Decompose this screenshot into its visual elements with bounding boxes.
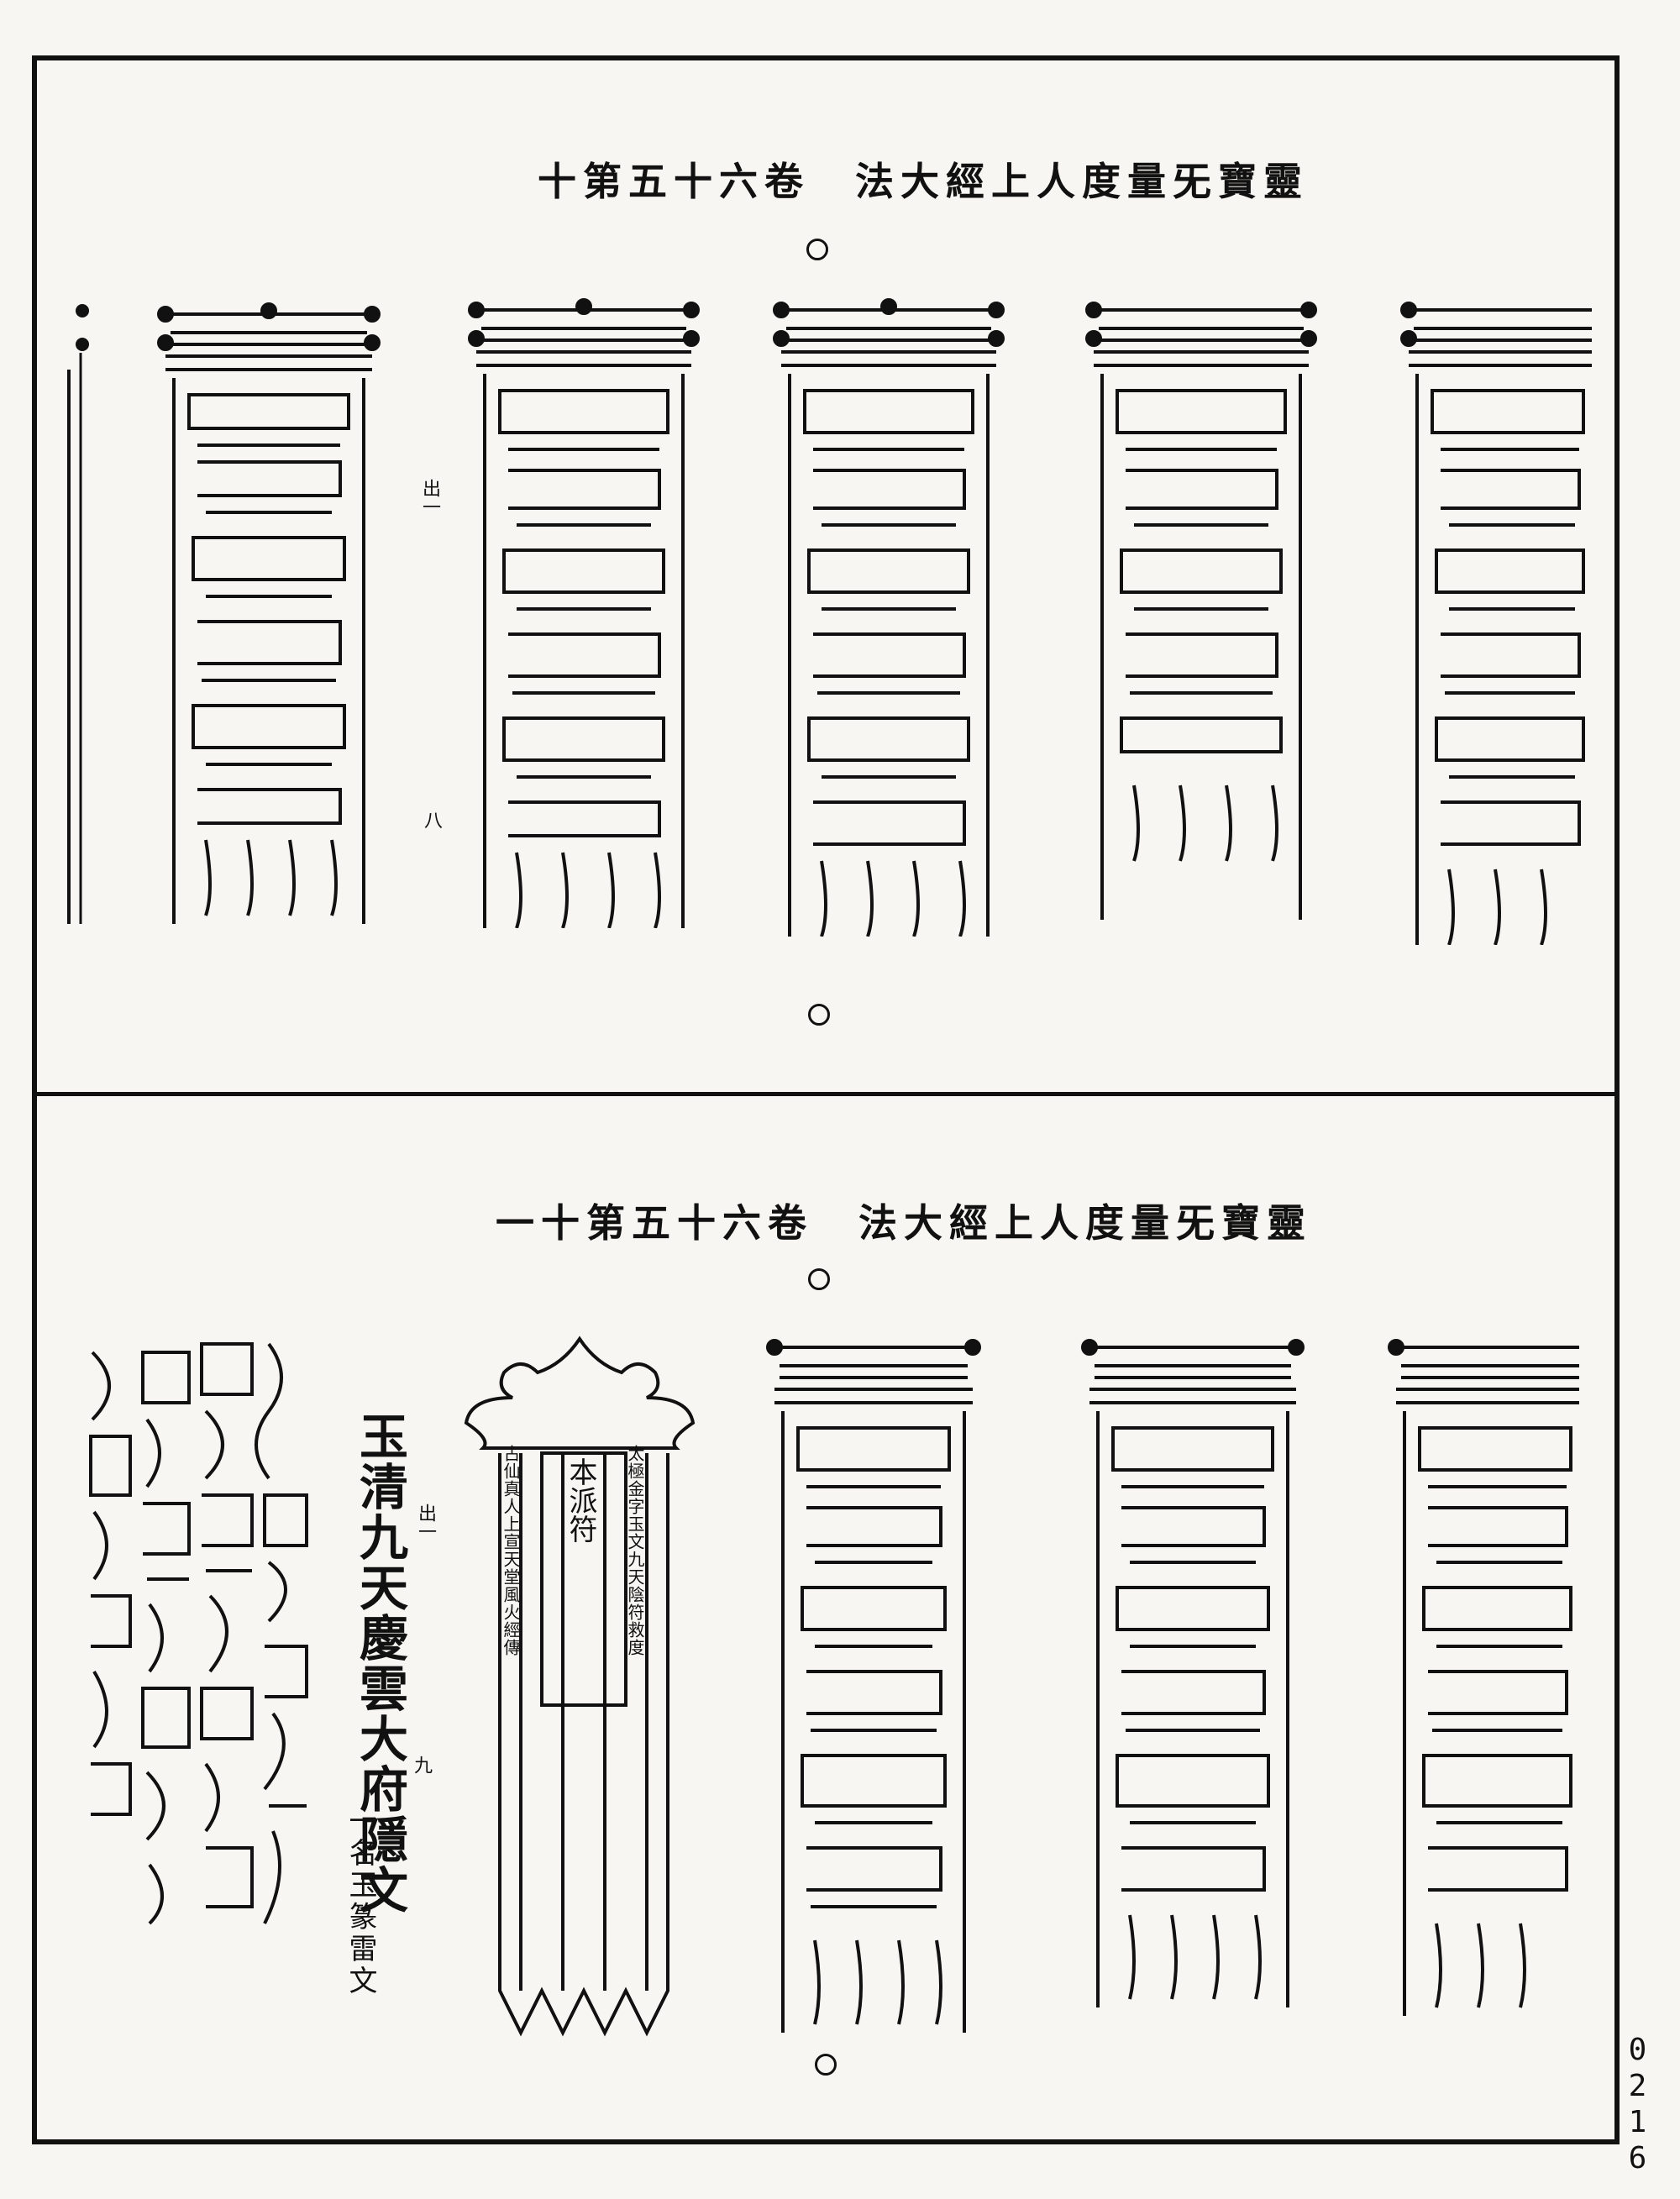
margin-note: 八	[421, 811, 442, 829]
margin-note: 九	[411, 1756, 432, 1774]
page-frame	[32, 55, 1620, 2144]
seal-script-block	[84, 1327, 319, 1932]
talisman-fragment	[59, 302, 92, 924]
banner-left-text: 古仙真人上宣天堂風火經傳	[501, 1445, 521, 1656]
banner-right-text: 太極金字玉文九天陰符救度	[625, 1445, 645, 1656]
talisman-column	[466, 298, 701, 928]
margin-note: 出一	[415, 1504, 436, 1540]
section-divider	[32, 1092, 1620, 1096]
talisman-column	[1386, 1336, 1588, 2016]
binding-hole	[806, 239, 828, 260]
document-subtitle: 一名玉篆雷文	[344, 1806, 377, 1997]
binding-hole	[808, 1268, 830, 1290]
talisman-column	[771, 298, 1006, 937]
banner-talisman	[462, 1336, 697, 2041]
talisman-column	[155, 302, 382, 924]
banner-center-label: 本派符	[564, 1457, 597, 1543]
upper-title: 十第五十六卷 法大經上人度量旡寶靈	[538, 159, 1309, 204]
binding-hole	[815, 2054, 837, 2076]
document-title: 玉清九天慶雲大府隱文	[351, 1411, 408, 1915]
page-number: 0216	[1620, 2033, 1655, 2177]
talisman-column	[1079, 1336, 1306, 2007]
talisman-column	[764, 1336, 983, 2033]
lower-title: 一十第五十六卷 法大經上人度量旡寶靈	[496, 1200, 1312, 1246]
binding-hole	[808, 1004, 830, 1026]
talisman-column	[1399, 298, 1600, 945]
margin-note: 出一	[419, 479, 440, 516]
talisman-column	[1084, 298, 1319, 920]
